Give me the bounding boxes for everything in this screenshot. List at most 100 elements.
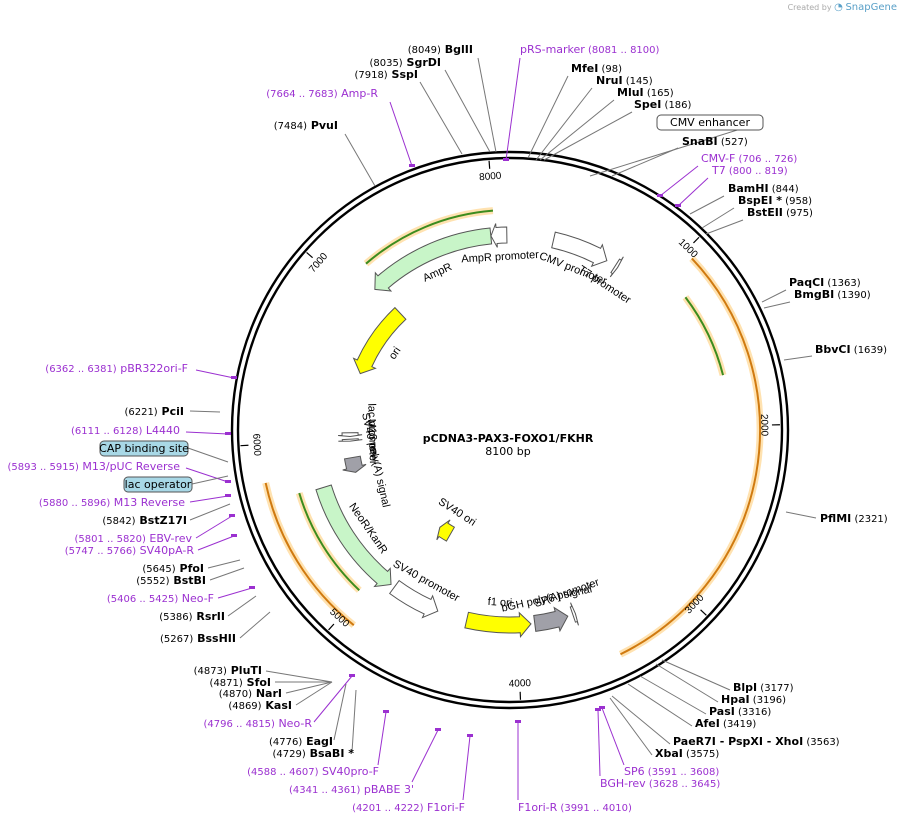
label-mfei-98[interactable]: MfeI (98) xyxy=(571,62,622,75)
label-7484-pvui[interactable]: (7484) PvuI xyxy=(274,119,338,132)
label-4729-bsabi[interactable]: (4729) BsaBI * xyxy=(272,747,354,760)
feature-t7-promoter[interactable]: T7 promoter xyxy=(576,256,633,307)
leader-line xyxy=(189,410,221,413)
label-part: F1ori-R xyxy=(518,801,558,814)
feature-arrow[interactable] xyxy=(342,455,367,473)
label-nrui-145[interactable]: NruI (145) xyxy=(596,74,653,87)
primer-mark xyxy=(225,432,231,435)
primer-mark xyxy=(409,164,415,167)
feature-lac-promoter[interactable]: lac promoter xyxy=(338,403,379,465)
label-snabi-527[interactable]: SnaBI (527) xyxy=(682,135,748,148)
feature-arrow[interactable] xyxy=(388,579,439,619)
label-8049-bglii[interactable]: (8049) BglII xyxy=(408,43,473,56)
feature-arrow[interactable] xyxy=(569,602,579,626)
label-6111-6128-l4440[interactable]: (6111 .. 6128) L4440 xyxy=(71,424,180,437)
label-paer7i-pspxi-xhoi-3563[interactable]: PaeR7I - PspXI - XhoI (3563) xyxy=(673,735,840,748)
label-part: BGH-rev xyxy=(600,777,646,790)
feature-m13-rev[interactable]: M13 rev xyxy=(338,419,380,460)
label-7918-sspi[interactable]: (7918) SspI xyxy=(354,68,418,81)
credit-prefix: Created by xyxy=(787,3,832,12)
label-4588-4607-sv40pro-f[interactable]: (4588 .. 4607) SV40pro-F xyxy=(247,765,379,778)
label-f1ori-r-3991-4010[interactable]: F1ori-R (3991 .. 4010) xyxy=(518,801,632,814)
label-bsteii-975[interactable]: BstEII (975) xyxy=(747,206,813,219)
feature-arrow[interactable] xyxy=(609,256,624,278)
leader-line xyxy=(185,431,229,435)
feature-ampr-promoter[interactable]: AmpR promoter xyxy=(461,223,540,265)
label-part: (3177) xyxy=(757,683,794,694)
label-5267-bsshii[interactable]: (5267) BssHII xyxy=(160,632,236,645)
label-prs-marker-8081-8100[interactable]: pRS-marker (8081 .. 8100) xyxy=(520,43,660,56)
label-paqci-1363[interactable]: PaqCI (1363) xyxy=(789,276,861,289)
label-part: (98) xyxy=(598,64,622,75)
feature-arrow[interactable] xyxy=(338,432,363,437)
label-part: (527) xyxy=(718,137,748,148)
label-sp6-3591-3608[interactable]: SP6 (3591 .. 3608) xyxy=(624,765,719,778)
label-5880-5896-m13-reverse[interactable]: (5880 .. 5896) M13 Reverse xyxy=(39,496,185,509)
label-hpai-3196[interactable]: HpaI (3196) xyxy=(721,693,786,706)
leader-line xyxy=(197,535,235,551)
orf-highlight xyxy=(618,256,764,658)
label-xbai-3575[interactable]: XbaI (3575) xyxy=(655,747,719,760)
label-part: (1639) xyxy=(851,345,888,356)
label-5552-bstbi[interactable]: (5552) BstBI xyxy=(136,574,206,587)
label-5386-rsrii[interactable]: (5386) RsrII xyxy=(159,610,225,623)
label-bmgbi-1390[interactable]: BmgBI (1390) xyxy=(794,288,871,301)
feature-arrow[interactable] xyxy=(551,231,608,268)
label-4776-eagi[interactable]: (4776) EagI xyxy=(269,735,333,748)
label-5645-pfoi[interactable]: (5645) PfoI xyxy=(142,562,204,575)
label-4871-sfoi[interactable]: (4871) SfoI xyxy=(210,676,271,689)
label-4869-kasi[interactable]: (4869) KasI xyxy=(228,699,292,712)
label-6221-pcii[interactable]: (6221) PciI xyxy=(124,405,184,418)
label-part: NarI xyxy=(252,687,282,700)
label-pflmi-2321[interactable]: PflMI (2321) xyxy=(820,512,888,525)
label-7664-7683-amp-r[interactable]: (7664 .. 7683) Amp-R xyxy=(266,87,378,100)
feature-arrow[interactable] xyxy=(464,611,532,639)
feature-sv40-ori[interactable]: SV40 ori xyxy=(436,496,478,542)
label-4870-nari[interactable]: (4870) NarI xyxy=(219,687,282,700)
label-6362-6381-pbr322ori-f[interactable]: (6362 .. 6381) pBR322ori-F xyxy=(45,362,188,375)
feature-arrow[interactable] xyxy=(338,438,363,442)
label-afei-3419[interactable]: AfeI (3419) xyxy=(695,717,756,730)
label-spei-186[interactable]: SpeI (186) xyxy=(634,98,692,111)
feature-sv40-promoter[interactable]: SV40 promoter xyxy=(388,558,462,619)
label-bspei-958[interactable]: BspEI * (958) xyxy=(738,194,812,207)
label-5842-bstz17i[interactable]: (5842) BstZ17I xyxy=(102,514,187,527)
label-blpi-3177[interactable]: BlpI (3177) xyxy=(733,681,794,694)
leader-line xyxy=(543,111,633,161)
primer-mark xyxy=(349,674,355,677)
label-t7-800-819[interactable]: T7 (800 .. 819) xyxy=(711,164,788,177)
feature-arrow[interactable] xyxy=(315,484,392,588)
feature-arrow[interactable] xyxy=(533,606,569,633)
label-part: (4796 .. 4815) xyxy=(204,719,276,730)
feature-arrow[interactable] xyxy=(490,223,508,248)
primer-mark xyxy=(249,586,255,589)
label-bamhi-844[interactable]: BamHI (844) xyxy=(728,182,799,195)
label-8035-sgrdi[interactable]: (8035) SgrDI xyxy=(369,56,441,69)
label-5747-5766-sv40pa-r[interactable]: (5747 .. 5766) SV40pA-R xyxy=(65,544,195,557)
leader-line xyxy=(689,195,725,215)
label-4341-4361-pbabe-3[interactable]: (4341 .. 4361) pBABE 3' xyxy=(289,783,414,796)
label-part: BstEII xyxy=(747,206,783,219)
box-label-lac-operator[interactable]: lac operator xyxy=(123,476,193,493)
label-5801-5820-ebv-rev[interactable]: (5801 .. 5820) EBV-rev xyxy=(75,532,193,545)
primer-mark xyxy=(225,480,231,483)
label-mlui-165[interactable]: MluI (165) xyxy=(617,86,674,99)
feature-ori[interactable]: ori xyxy=(352,306,407,375)
feature-arrow[interactable] xyxy=(436,519,456,542)
label-cmv-f-706-726[interactable]: CMV-F (706 .. 726) xyxy=(701,152,797,165)
label-4201-4222-f1ori-f[interactable]: (4201 .. 4222) F1ori-F xyxy=(352,801,465,814)
box-label-cap-binding-site[interactable]: CAP binding site xyxy=(99,440,189,457)
label-5893-5915-m13-puc-reverse[interactable]: (5893 .. 5915) M13/pUC Reverse xyxy=(7,460,180,473)
label-5406-5425-neo-f[interactable]: (5406 .. 5425) Neo-F xyxy=(107,592,214,605)
label-4873-pluti[interactable]: (4873) PluTI xyxy=(194,664,262,677)
feature-f1-ori[interactable]: f1 ori xyxy=(464,596,532,639)
feature-arrow[interactable] xyxy=(374,227,493,292)
label-pasi-3316[interactable]: PasI (3316) xyxy=(709,705,771,718)
label-part: (3316) xyxy=(735,707,772,718)
label-part: HpaI xyxy=(721,693,750,706)
feature-arrow[interactable] xyxy=(352,306,407,375)
label-bgh-rev-3628-3645[interactable]: BGH-rev (3628 .. 3645) xyxy=(600,777,720,790)
box-label-cmv-enhancer[interactable]: CMV enhancer xyxy=(656,114,764,131)
label-bbvci-1639[interactable]: BbvCI (1639) xyxy=(815,343,887,356)
label-4796-4815-neo-r[interactable]: (4796 .. 4815) Neo-R xyxy=(204,717,313,730)
